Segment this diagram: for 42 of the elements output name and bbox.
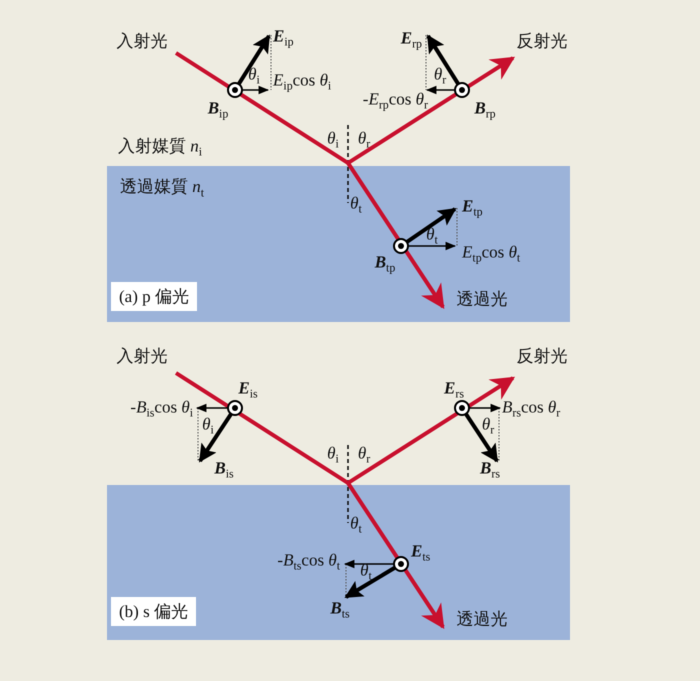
component-label: -B$_{ts}$cos θ$_{t}$ <box>277 551 340 573</box>
vector-label: B$_{ts}$ <box>330 599 350 621</box>
ray-label: 入射光 <box>116 348 168 366</box>
component-label: E$_{ip}$cos θ$_{i}$ <box>273 71 332 93</box>
angle-label: θ$_{i}$ <box>327 129 339 151</box>
ray-label: 反射光 <box>516 348 568 366</box>
angle-label: θ$_{t}$ <box>360 561 372 583</box>
angle-label: θ$_{t}$ <box>350 194 362 216</box>
angle-label: θ$_{t}$ <box>426 225 438 247</box>
caption-box: (b) s 偏光 <box>111 597 196 626</box>
vector-label: B$_{tp}$ <box>374 253 396 275</box>
vector-label: B$_{ip}$ <box>208 99 228 121</box>
ray-label: 入射光 <box>116 32 168 52</box>
component-label: -B$_{is}$cos θ$_{i}$ <box>130 398 193 420</box>
angle-label: θ$_{r}$ <box>482 415 494 437</box>
vector-label: B$_{rs}$ <box>480 459 500 481</box>
angle-label: θ$_{i}$ <box>248 65 260 87</box>
vector-label: B$_{is}$ <box>214 459 234 481</box>
vector-label: B$_{rp}$ <box>474 99 496 121</box>
caption-box: (a) p 偏光 <box>111 282 197 311</box>
medium-band <box>107 166 570 322</box>
angle-label: θ$_{t}$ <box>350 514 362 536</box>
vector-label: E$_{ip}$ <box>273 27 294 49</box>
vector-label: E$_{ts}$ <box>411 542 430 564</box>
vector-label: E$_{tp}$ <box>462 197 483 219</box>
angle-label: θ$_{r}$ <box>358 129 370 151</box>
vector-label: E$_{is}$ <box>238 379 258 401</box>
component-label: -E$_{rp}$cos θ$_{r}$ <box>362 90 428 112</box>
vector-label: E$_{rp}$ <box>400 29 422 51</box>
ray-label: 反射光 <box>516 32 568 52</box>
angle-label: θ$_{i}$ <box>202 415 214 437</box>
vector-label: E$_{rs}$ <box>444 379 464 401</box>
component-label: B$_{rs}$cos θ$_{r}$ <box>502 398 560 420</box>
angle-label: θ$_{i}$ <box>327 444 339 466</box>
ray-label: 透過光 <box>456 290 508 310</box>
angle-label: θ$_{r}$ <box>358 444 370 466</box>
ray-label: 透過光 <box>456 610 508 630</box>
medium-band <box>107 485 570 640</box>
angle-label: θ$_{r}$ <box>434 65 446 87</box>
medium-label: 入射媒質 n$_{i}$ <box>118 137 202 159</box>
component-label: E$_{tp}$cos θ$_{t}$ <box>462 243 520 265</box>
medium-label: 透過媒質 n$_{t}$ <box>120 178 204 200</box>
